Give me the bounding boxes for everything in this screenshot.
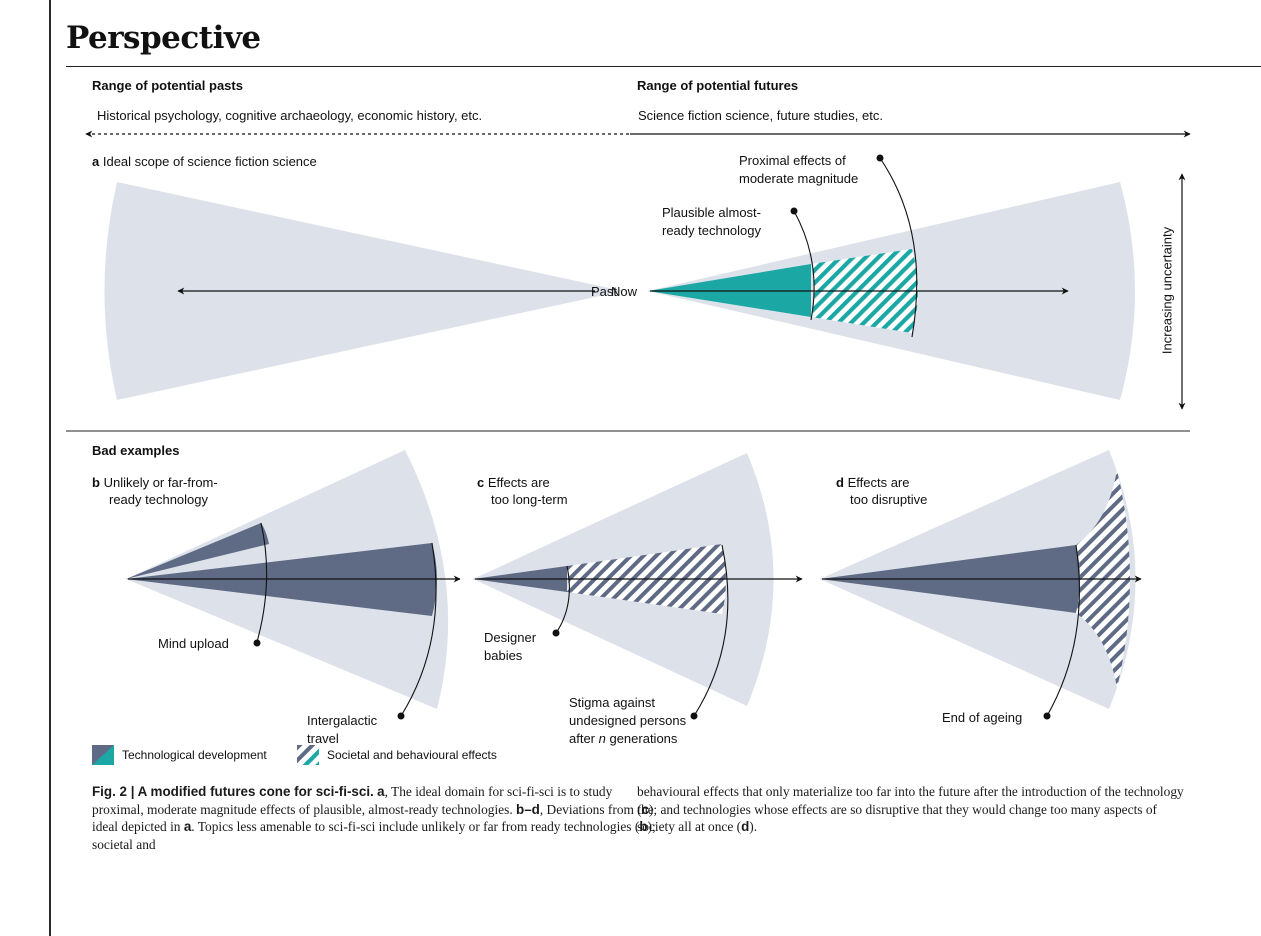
section-title: Perspective xyxy=(66,20,261,56)
panel-d-ageing-leader xyxy=(1046,544,1080,717)
panel-a-tech-label-line1: Plausible almost- xyxy=(662,205,761,220)
panel-d-title-line1: d Effects are xyxy=(836,475,910,490)
uncertainty-label: Increasing uncertainty xyxy=(1159,226,1175,355)
panel-b-mind-upload-wedge xyxy=(126,523,269,579)
panel-b-travel-leader xyxy=(400,542,437,717)
panel-c-stigma-dot xyxy=(690,712,698,720)
panel-b-mind-leader xyxy=(256,522,268,643)
panel-a-tech-leader xyxy=(793,210,815,321)
panel-b-title-line2: ready technology xyxy=(109,492,209,507)
panel-d-ageing-label: End of ageing xyxy=(942,710,1023,725)
panel-c-stigma-leader xyxy=(693,544,729,717)
bad-examples-header: Bad examples xyxy=(92,443,180,458)
futures-fields: Science fiction science, future studies,… xyxy=(638,108,883,123)
panel-c-stigma-label-line1: Stigma against xyxy=(569,695,655,710)
futures-header: Range of potential futures xyxy=(637,78,799,93)
legend-tech: Technological development xyxy=(92,745,267,765)
title-divider xyxy=(66,66,1261,67)
panel-a-effects-label-line1: Proximal effects of xyxy=(739,153,846,168)
panel-c-designer-dot xyxy=(552,629,560,637)
panel-c-designer-label-line2: babies xyxy=(484,648,523,663)
panel-d-title-line2: too disruptive xyxy=(850,492,928,507)
panel-c-title-line1: c Effects are xyxy=(477,475,550,490)
legend-effects-swatch xyxy=(297,745,319,765)
legend-tech-label: Technological development xyxy=(122,748,267,762)
panel-a-tech-label-line2: ready technology xyxy=(662,223,762,238)
legend-effects: Societal and behavioural effects xyxy=(297,745,497,765)
panel-c-stigma-label-line2: undesigned persons xyxy=(569,713,687,728)
panel-a-effects-label-line2: moderate magnitude xyxy=(739,171,859,186)
panel-b-mind-upload-label: Mind upload xyxy=(158,636,229,651)
figure-caption-right: behavioural effects that only materializ… xyxy=(637,784,1184,834)
legend-effects-label: Societal and behavioural effects xyxy=(327,748,497,762)
panel-a-past-label: Past xyxy=(591,284,618,299)
pasts-fields: Historical psychology, cognitive archaeo… xyxy=(97,108,483,123)
panel-d-ageing-dot xyxy=(1043,712,1051,720)
panel-a-now-label: Now xyxy=(611,284,638,299)
panel-b-mind-dot xyxy=(253,639,261,647)
panel-c-title-line2: too long-term xyxy=(491,492,568,507)
panel-c-designer-label-line1: Designer xyxy=(484,630,537,645)
panel-c-designer-leader xyxy=(555,565,570,634)
panel-a-effects-dot xyxy=(876,154,884,162)
panel-a-tech-dot xyxy=(790,207,798,215)
panel-a-effects-leader xyxy=(879,157,918,338)
pasts-header: Range of potential pasts xyxy=(92,78,243,93)
left-margin-rule xyxy=(49,0,51,936)
panel-b-title-line1: b Unlikely or far-from- xyxy=(92,475,218,490)
panel-b-travel-label-line2: travel xyxy=(307,731,339,746)
panel-b-travel-label-line1: Intergalactic xyxy=(307,713,378,728)
legend-tech-swatch xyxy=(92,745,114,765)
panel-c-stigma-label-line3: after n generations xyxy=(569,731,678,746)
figure-caption-left: Fig. 2 | A modified futures cone for sci… xyxy=(92,784,656,852)
panel-a-title: a Ideal scope of science fiction science xyxy=(92,154,317,169)
panel-b-travel-dot xyxy=(397,712,405,720)
